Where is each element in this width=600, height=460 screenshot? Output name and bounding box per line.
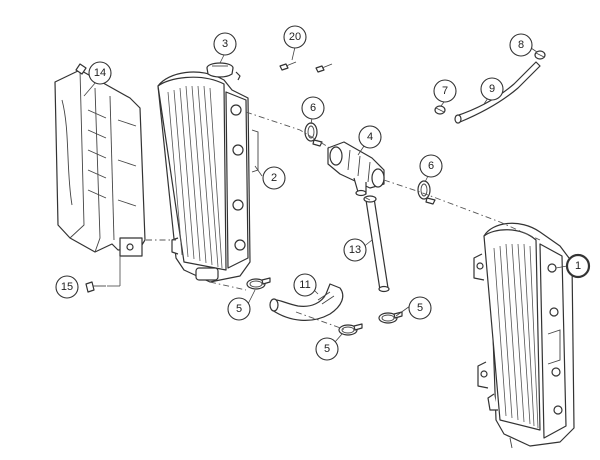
callout-6a-label: 6	[310, 102, 316, 114]
part-14-shroud	[54, 63, 146, 257]
callout-8: 8	[509, 33, 533, 57]
callout-13-label: 13	[349, 244, 361, 256]
callout-14: 14	[88, 61, 112, 85]
callout-3: 3	[213, 32, 237, 56]
callout-7-label: 7	[442, 85, 448, 97]
part-11-lower-hose	[269, 283, 344, 321]
callout-8-label: 8	[518, 39, 524, 51]
callout-9-label: 9	[489, 83, 495, 95]
callout-15-label: 15	[61, 281, 73, 293]
part-20-screws	[279, 61, 333, 73]
callout-20-label: 20	[289, 31, 301, 43]
callout-2: 2	[262, 166, 286, 190]
callout-5b-label: 5	[324, 343, 330, 355]
callout-7: 7	[433, 79, 457, 103]
assembly-axes	[146, 111, 541, 331]
callout-14-label: 14	[94, 67, 106, 79]
callout-20: 20	[283, 25, 307, 49]
part-7-clamp	[434, 105, 446, 115]
callout-15: 15	[55, 275, 79, 299]
part-2-left-radiator	[157, 71, 259, 283]
callout-1-label: 1	[575, 260, 581, 272]
part-13-pipe	[363, 195, 390, 293]
callout-5c-label: 5	[417, 302, 423, 314]
callout-11: 11	[293, 273, 317, 297]
part-8-clamp	[534, 50, 546, 60]
callout-5c: 5	[408, 296, 432, 320]
callout-11-label: 11	[299, 279, 310, 291]
part-15-bolt	[85, 281, 106, 293]
callout-5b: 5	[315, 337, 339, 361]
callout-13: 13	[343, 238, 367, 262]
callout-5a: 5	[227, 297, 251, 321]
callout-3-label: 3	[222, 38, 228, 50]
callout-1: 1	[565, 253, 591, 279]
callout-5a-label: 5	[236, 303, 242, 315]
callout-6b-label: 6	[428, 160, 434, 172]
callout-6a: 6	[301, 96, 325, 120]
callout-4: 4	[358, 125, 382, 149]
callout-2-label: 2	[271, 172, 277, 184]
part-4-thermostat-housing	[327, 141, 385, 197]
callout-4-label: 4	[367, 131, 373, 143]
part-1-right-radiator	[473, 222, 575, 449]
callout-9: 9	[480, 77, 504, 101]
callout-6b: 6	[419, 154, 443, 178]
